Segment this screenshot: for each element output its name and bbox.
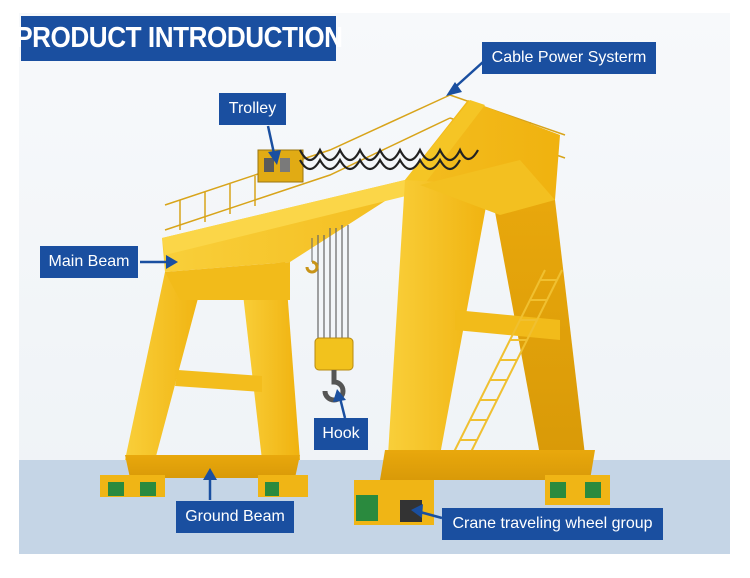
title-banner: PRODUCT INTRODUCTION: [15, 16, 343, 61]
stairs: [444, 269, 563, 471]
small-hook: [305, 238, 319, 274]
label-trolley: Trolley: [219, 93, 286, 125]
trolley-shape: [257, 149, 304, 183]
left-leg-back: [240, 262, 300, 460]
ground-beam-left: [125, 455, 300, 478]
page-title: PRODUCT INTRODUCTION: [14, 22, 343, 54]
label-hook: Hook: [314, 418, 368, 450]
hoist-ropes: [317, 225, 349, 340]
festoon-cables: [299, 147, 479, 171]
left-leg-front: [125, 272, 205, 460]
wheel-groups: [100, 475, 610, 525]
arrows: [140, 61, 484, 520]
right-leg-front: [388, 180, 490, 455]
label-wheel-group: Crane traveling wheel group: [442, 508, 663, 540]
ground-beam-right: [380, 450, 595, 480]
label-main-beam: Main Beam: [40, 246, 138, 278]
hook-block: [314, 337, 354, 403]
label-cable-power: Cable Power Systerm: [482, 42, 656, 74]
label-ground-beam: Ground Beam: [176, 501, 294, 533]
